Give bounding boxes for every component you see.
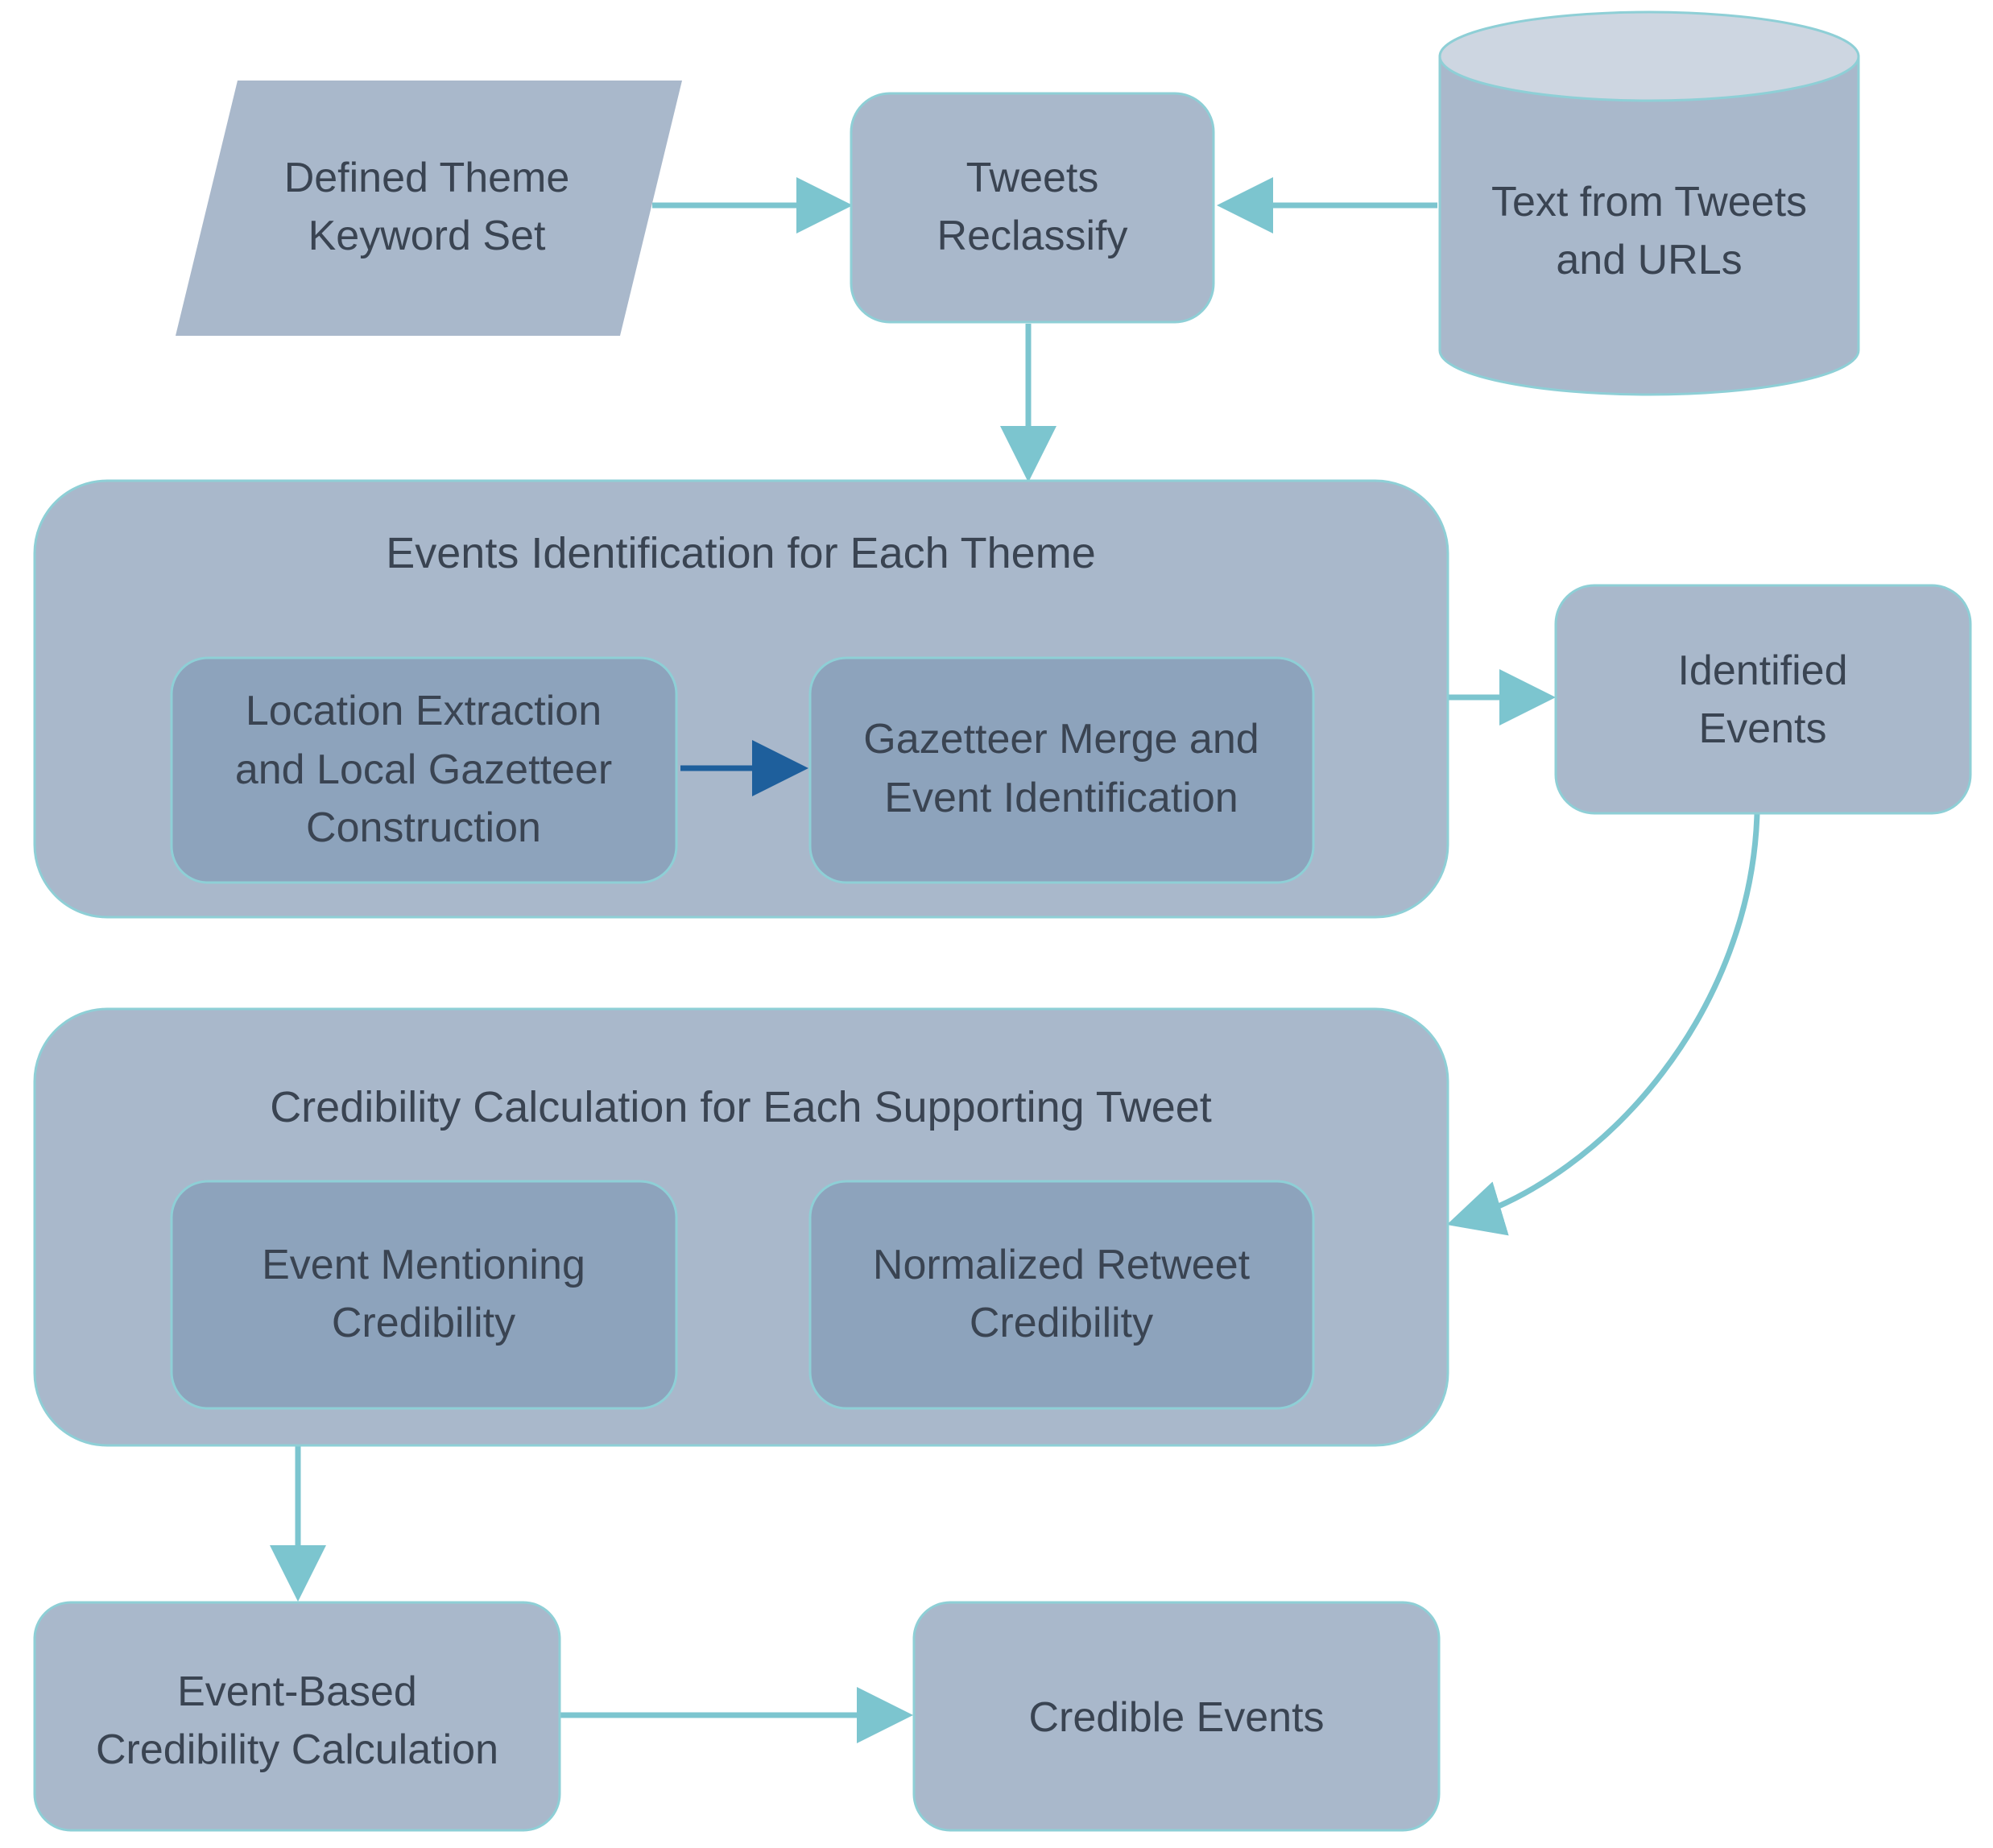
credibility-calculation-group: Credibility Calculation for Each Support…	[33, 1007, 1449, 1447]
database-icon-top	[1438, 10, 1860, 102]
keyword-set-line1: Defined Theme	[284, 155, 570, 201]
normalized-retweet-line1: Normalized Retweet	[873, 1242, 1251, 1288]
gazetteer-merge-line1: Gazetteer Merge and	[863, 716, 1259, 763]
event-based-line2: Credibility Calculation	[96, 1726, 498, 1773]
credible-events-node: Credible Events	[912, 1601, 1441, 1832]
keyword-set-line2: Keyword Set	[308, 213, 546, 259]
identified-events-node: Identified Events	[1554, 584, 1972, 815]
identified-events-line2: Events	[1699, 705, 1827, 752]
text-source-line1: Text from Tweets	[1491, 179, 1807, 225]
gazetteer-merge-node: Gazetteer Merge and Event Identification	[808, 656, 1315, 884]
location-extraction-line2: and Local Gazetteer	[235, 746, 612, 793]
keyword-set-node: Defined Theme Keyword Set	[176, 81, 682, 336]
normalized-retweet-line2: Credibility	[970, 1300, 1153, 1346]
event-mentioning-node: Event Mentioning Credibility	[170, 1180, 678, 1410]
normalized-retweet-node: Normalized Retweet Credibility	[808, 1180, 1315, 1410]
text-source-database: Text from Tweets and URLs	[1438, 10, 1860, 396]
tweets-reclassify-node: Tweets Reclassify	[850, 92, 1215, 324]
events-identification-title: Events Identification for Each Theme	[386, 529, 1095, 577]
events-identification-group: Events Identification for Each Theme Loc…	[33, 479, 1449, 919]
tweets-reclassify-line1: Tweets	[966, 155, 1099, 201]
credibility-calculation-title: Credibility Calculation for Each Support…	[270, 1083, 1212, 1131]
identified-events-line1: Identified	[1677, 647, 1847, 694]
location-extraction-line3: Construction	[306, 804, 541, 851]
gazetteer-merge-line2: Event Identification	[884, 775, 1238, 821]
location-extraction-node: Location Extraction and Local Gazetteer …	[170, 656, 678, 884]
arrow-identified-to-credibility	[1446, 812, 1760, 1236]
event-mentioning-line1: Event Mentioning	[262, 1242, 585, 1288]
event-based-line1: Event-Based	[177, 1668, 417, 1715]
text-source-line2: and URLs	[1556, 237, 1742, 283]
location-extraction-line1: Location Extraction	[246, 688, 602, 734]
event-mentioning-line2: Credibility	[332, 1300, 515, 1346]
event-based-credibility-node: Event-Based Credibility Calculation	[33, 1601, 561, 1832]
credible-events-line1: Credible Events	[1028, 1694, 1324, 1741]
tweets-reclassify-line2: Reclassify	[937, 213, 1128, 259]
